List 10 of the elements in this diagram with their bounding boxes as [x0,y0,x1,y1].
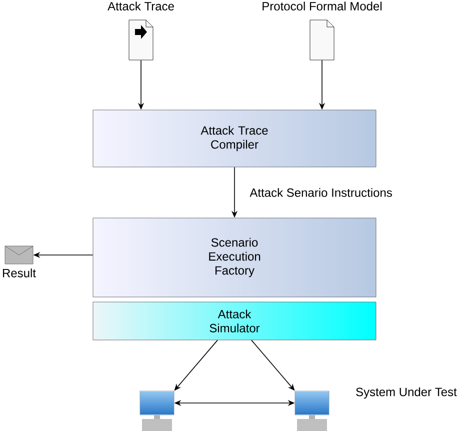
edge-label: Attack Senario Instructions [248,187,394,198]
process-box: Attack Simulator [92,302,376,340]
process-box: Scenario Execution Factory [92,218,376,298]
system-label: System Under Test [356,387,457,399]
computer-icon [294,390,330,431]
result-label: Result [3,268,36,278]
process-box: Attack Trace Compiler [92,110,376,168]
document-title: Protocol Formal Model [262,2,382,10]
document-title: Attack Trace [108,2,174,10]
computer-icon [140,390,174,431]
